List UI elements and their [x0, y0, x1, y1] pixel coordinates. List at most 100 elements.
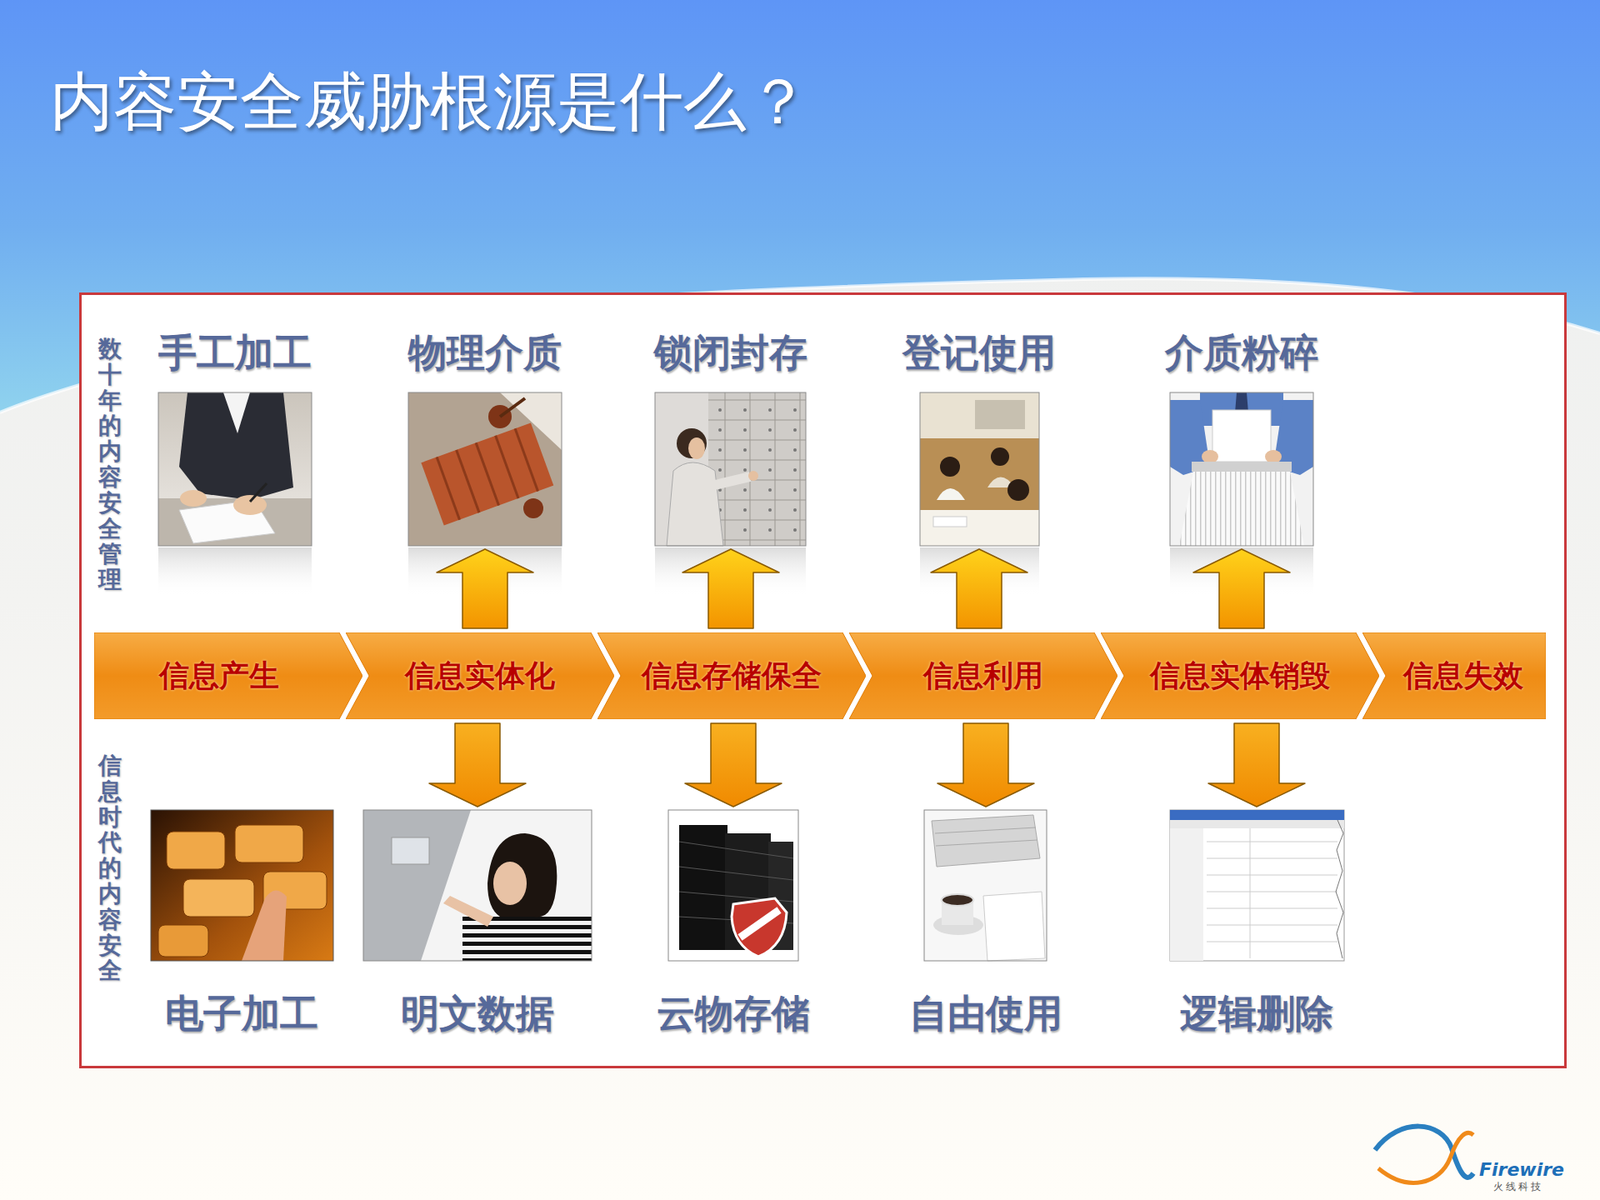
photo-desk-coffee-part — [924, 810, 1047, 961]
image-area — [150, 810, 334, 990]
photo-office-desk-part — [920, 392, 1040, 546]
photo-file-window-part — [1170, 810, 1345, 820]
photo-shredder-part — [1212, 410, 1271, 462]
photo-seal-scroll-part-part — [420, 422, 554, 525]
photo-safe-boxes-part — [708, 392, 806, 546]
photo-seal-scroll-part — [420, 422, 554, 525]
photo-handwriting-part — [250, 483, 267, 502]
photo-keyboard-keys-part — [166, 831, 225, 870]
logo-mark-part — [1378, 1132, 1474, 1183]
photo-office-desk-part — [933, 516, 967, 527]
photo-file-window-part — [1206, 891, 1338, 893]
photo-server-racks-part — [740, 910, 780, 938]
photo-shredder-part — [1265, 450, 1282, 464]
chevron-fill — [1362, 632, 1546, 720]
block-arrow — [937, 723, 1035, 807]
photo-shredder-part — [1170, 547, 1314, 598]
process-chevron: 信息实体销毁 — [1100, 632, 1380, 720]
image-area — [363, 810, 592, 990]
photo-safe-boxes-part — [688, 437, 705, 460]
photo-shredder-part — [1170, 392, 1314, 546]
chevron-fill — [597, 632, 866, 720]
photo-handwriting-part — [233, 495, 267, 515]
photo-keyboard-keys-part — [150, 810, 334, 961]
photo-seal-scroll-part-part — [495, 435, 519, 499]
photo-office-desk-part — [920, 547, 1040, 598]
photo-office-desk-part — [920, 510, 1040, 546]
photo-seal-scroll-part — [408, 392, 562, 546]
content-panel: 数十年的内容安全管理信息时代的内容安全手工加工物理介质锁闭封存登记使用介质粉碎信… — [79, 292, 1567, 1069]
image-caption: 自由使用 — [904, 990, 1068, 1037]
photo-office-desk-part — [920, 392, 1040, 439]
image-area — [649, 375, 813, 546]
chevron-fill — [849, 632, 1118, 720]
photo-file-window-part — [1250, 828, 1251, 959]
process-chevron: 信息实体化 — [345, 632, 615, 720]
photo-safe-boxes-part — [655, 547, 806, 598]
photo-keyboard-keys-part — [235, 825, 304, 863]
block-arrow — [436, 549, 534, 629]
photo-shredder-part — [1201, 450, 1219, 464]
photo-server-racks-part — [731, 898, 787, 957]
image-area — [403, 375, 567, 546]
image-area — [1160, 375, 1324, 546]
photo-file-window-part — [1335, 820, 1344, 959]
process-chevron: 信息利用 — [849, 632, 1118, 720]
photo-seal-scroll-part-part — [456, 450, 480, 513]
chevron-label: 信息产生 — [159, 655, 280, 697]
photo-seal-scroll-part — [408, 547, 562, 598]
photo-safe-boxes-part — [704, 476, 750, 488]
photo-file-window-part — [1206, 925, 1338, 926]
image-caption: 介质粉碎 — [1160, 329, 1324, 376]
photo-handwriting-part — [158, 547, 312, 598]
chevron-label: 信息实体化 — [405, 655, 555, 697]
logo-mark-part — [1375, 1126, 1474, 1178]
photo-file-window-part — [1206, 841, 1338, 843]
photo-desk-coffee-part — [935, 840, 1038, 846]
photo-woman-screen-part — [493, 861, 527, 905]
image-caption: 登记使用 — [897, 329, 1061, 376]
slide-title: 内容安全威胁根源是什么？ — [50, 60, 810, 146]
photo-seal-scroll-part-part — [515, 428, 538, 491]
image-card: 逻辑删除 — [1170, 810, 1345, 1037]
photo-office-desk-part — [990, 447, 1010, 466]
photo-handwriting-part — [179, 392, 294, 500]
image-card: 登记使用 — [897, 329, 1061, 546]
image-card: 电子加工 — [150, 810, 334, 1037]
photo-office-desk — [920, 392, 1040, 598]
logo-text: 火线科技 — [1493, 1181, 1544, 1193]
photo-safe-boxes-part — [676, 428, 707, 459]
image-card: 介质粉碎 — [1160, 329, 1324, 546]
block-arrow — [930, 549, 1028, 629]
logo-text: Firewire — [1479, 1160, 1565, 1180]
block-arrow — [429, 723, 526, 807]
photo-safe-boxes-part — [655, 392, 806, 546]
photo-woman-screen-part — [363, 810, 592, 961]
image-card: 自由使用 — [904, 810, 1068, 1037]
photo-seal-scroll-part-part — [475, 442, 499, 505]
photo-seal-scroll-part — [408, 392, 562, 546]
photo-office-desk-part — [936, 488, 965, 500]
image-caption: 物理介质 — [403, 329, 567, 376]
photo-handwriting-part — [223, 392, 250, 434]
image-area — [1170, 810, 1345, 990]
image-card: 手工加工 — [153, 329, 317, 546]
photo-seal-scroll-part — [523, 498, 544, 519]
vertical-label: 信息时代的内容安全 — [98, 753, 122, 985]
photo-safe-boxes — [655, 392, 806, 598]
photo-woman-screen — [363, 810, 592, 961]
photo-file-window-part — [1170, 828, 1204, 961]
vertical-label: 数十年的内容安全管理 — [98, 336, 122, 594]
photo-seal-scroll-part — [500, 398, 525, 417]
photo-keyboard-keys-part — [241, 890, 287, 961]
photo-shredder-part — [1191, 461, 1292, 472]
image-caption: 手工加工 — [153, 329, 317, 376]
image-card: 明文数据 — [363, 810, 592, 1037]
photo-file-window-part — [1170, 820, 1345, 829]
block-arrow — [1193, 549, 1290, 629]
photo-file-window-part — [1206, 908, 1338, 910]
photo-shredder — [1170, 392, 1314, 598]
process-chevron: 信息存储保全 — [597, 632, 866, 720]
chevron-fill — [345, 632, 615, 720]
